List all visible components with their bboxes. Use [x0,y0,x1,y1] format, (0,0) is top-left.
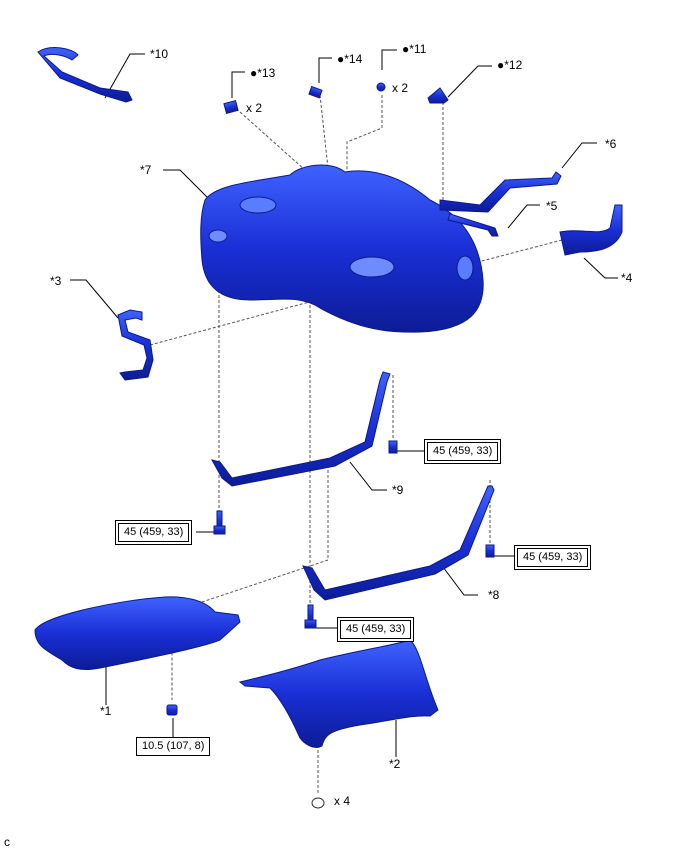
clip [311,797,325,809]
torque-value: 45 (459, 33) [517,548,589,567]
callout-8: *8 [488,588,500,602]
part-14-cushion [308,85,323,99]
bullet-mark: ● [402,42,410,56]
bullet-mark: ● [250,66,258,80]
part-3-harness [117,309,154,381]
part-1-protector [34,596,241,671]
tank-opening [239,196,277,214]
bolt [388,440,398,454]
part-13-cushion [223,100,239,114]
qty-13: x 2 [246,101,263,115]
torque-spec-left-bolt: 45 (459, 33) [115,520,193,545]
callout-3: *3 [50,274,62,288]
torque-value: 45 (459, 33) [340,620,412,639]
callout-5: *5 [546,199,558,213]
torque-value: 45 (459, 33) [427,442,499,461]
bullet-mark: ● [337,52,345,66]
part-12-bracket [427,87,449,104]
part-10-hose [37,47,133,103]
callout-13-text: *13 [257,66,276,80]
qty-11: x 2 [392,81,409,95]
callout-11: ●*11 [402,43,426,55]
part-5-tube [447,213,499,237]
torque-spec-nut: 10.5 (107, 8) [136,737,211,756]
torque-spec-center-bolt: 45 (459, 33) [337,617,415,642]
torque-spec-strap9: 45 (459, 33) [424,439,502,464]
callout-6: *6 [605,137,617,151]
part-11-clip [376,82,386,92]
figure-code: c [4,835,10,849]
callout-9: *9 [392,483,404,497]
parts [34,47,623,809]
callout-1: *1 [100,704,112,718]
leader-lines [70,49,618,757]
callout-7: *7 [140,163,152,177]
callout-2: *2 [389,757,401,771]
part-8-band [302,485,495,601]
callout-12-text: *12 [504,58,523,72]
part-2-protector [238,639,439,748]
callout-14-text: *14 [344,52,363,66]
callout-14: ●*14 [337,53,362,65]
callout-11-text: *11 [409,42,427,56]
tank-opening [349,256,395,278]
callout-10: *10 [150,47,169,61]
bullet-mark: ● [497,58,505,72]
part-9-band [211,371,391,487]
qty-clip: x 4 [334,794,351,808]
torque-spec-strap8: 45 (459, 33) [514,545,592,570]
part-4-hose [559,204,623,256]
part-7-fuel-tank [200,164,484,333]
callout-13: ●*13 [250,67,275,79]
nut [166,704,178,716]
callout-4: *4 [621,271,633,285]
torque-value: 45 (459, 33) [118,523,190,542]
bolt [485,544,495,558]
callout-12: ●*12 [497,59,522,71]
part-6-tube [439,171,562,213]
